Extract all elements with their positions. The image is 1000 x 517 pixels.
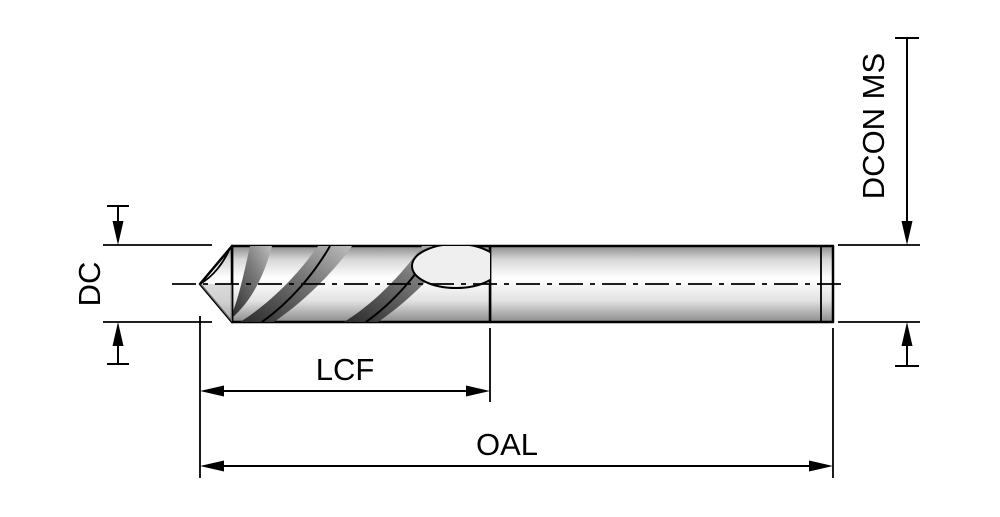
dc-dimension: DC xyxy=(72,205,212,365)
dcon-dimension: DCON MS xyxy=(838,37,920,367)
lcf-arrow-right-icon xyxy=(466,385,490,397)
oal-arrow-left-icon xyxy=(200,460,224,472)
oal-dimension: OAL xyxy=(200,328,834,478)
flute-runout xyxy=(411,246,490,289)
drill-bit xyxy=(172,244,848,324)
flute-spiral-line-1 xyxy=(261,246,331,322)
flute-band-0 xyxy=(232,246,272,318)
lcf-arrow-left-icon xyxy=(200,385,224,397)
dcon-arrow-down-icon xyxy=(901,221,913,245)
dc-arrow-down-icon xyxy=(112,221,124,245)
dcon-arrow-up-icon xyxy=(901,322,913,346)
dc-arrow-up-icon xyxy=(112,322,124,346)
dc-label: DC xyxy=(72,262,107,307)
lcf-label: LCF xyxy=(316,352,375,387)
oal-arrow-right-icon xyxy=(809,460,833,472)
flute-band-1 xyxy=(240,246,352,322)
drill-tip-facet-line xyxy=(199,247,231,285)
lcf-dimension: LCF xyxy=(199,316,491,478)
oal-label: OAL xyxy=(476,427,538,462)
drill-tip-facet-shade xyxy=(200,284,232,322)
dcon-ms-label: DCON MS xyxy=(856,53,891,199)
